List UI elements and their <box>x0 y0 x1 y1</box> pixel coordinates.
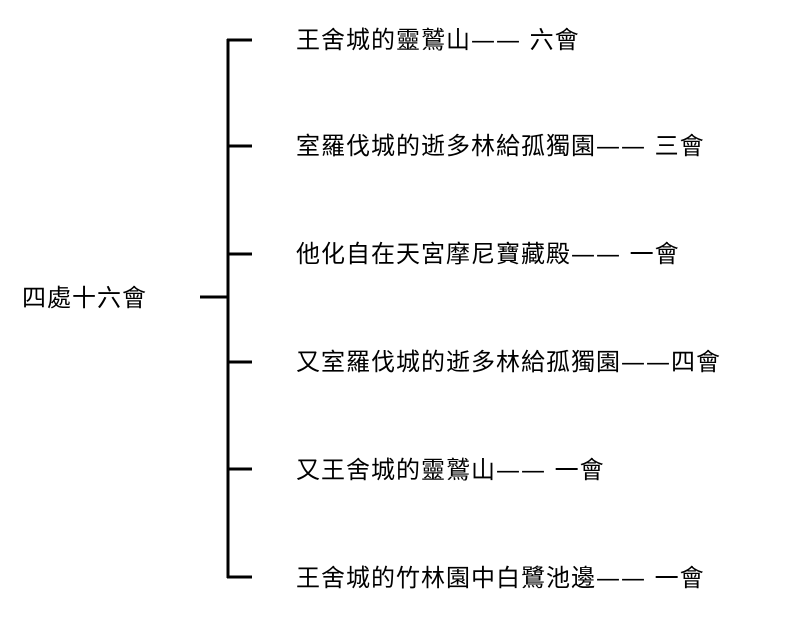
branch-label-6: 王舍城的竹林園中白鷺池邊—— 一會 <box>296 564 705 592</box>
branch-label-3: 他化自在天宮摩尼寶藏殿—— 一會 <box>296 240 680 268</box>
branch-label-2: 室羅伐城的逝多林給孤獨園—— 三會 <box>296 132 705 160</box>
branch-label-1: 王舍城的靈鷲山—— 六會 <box>296 26 580 54</box>
root-label: 四處十六會 <box>22 284 147 312</box>
branch-label-5: 又王舍城的靈鷲山—— 一會 <box>296 456 605 484</box>
branch-label-4: 又室羅伐城的逝多林給孤獨園——四會 <box>296 348 721 376</box>
